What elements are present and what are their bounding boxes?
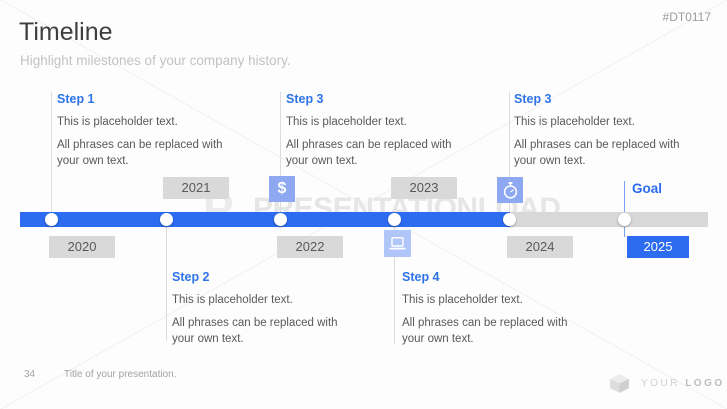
step-title: Step 3 — [514, 92, 552, 106]
step-text-1: This is placeholder text. — [172, 294, 293, 306]
step-text-2: All phrases can be replaced with your ow… — [172, 317, 338, 345]
milestone-dot-2020 — [45, 213, 58, 226]
timeline-bar — [20, 212, 708, 227]
connector-goal — [624, 181, 625, 237]
step-title: Step 1 — [57, 92, 95, 106]
timeline-bar-progress — [20, 212, 510, 227]
slide-title: Timeline — [19, 18, 113, 46]
logo-text-logo: LOGO — [685, 378, 725, 389]
connector-step1 — [51, 92, 52, 212]
connector-step3-mid — [280, 92, 281, 212]
slide-subtitle: Highlight milestones of your company his… — [20, 53, 291, 68]
step-block-3-mid: Step 3 This is placeholder text. All phr… — [286, 92, 468, 176]
connector-step2 — [166, 227, 167, 341]
year-box-2021: 2021 — [163, 177, 229, 199]
milestone-dot-2025 — [618, 213, 631, 226]
year-box-2022: 2022 — [277, 236, 343, 258]
stopwatch-icon — [497, 177, 523, 203]
year-box-2024: 2024 — [507, 236, 573, 258]
year-box-2025: 2025 — [627, 236, 689, 258]
step-text-1: This is placeholder text. — [402, 294, 523, 306]
milestone-dot-2021 — [160, 213, 173, 226]
milestone-dot-2023 — [388, 213, 401, 226]
connector-step4 — [394, 227, 395, 344]
year-box-2023: 2023 — [391, 177, 457, 199]
logo-text-your: YOUR — [641, 378, 680, 389]
step-title: Step 4 — [402, 270, 440, 284]
goal-label: Goal — [632, 181, 663, 196]
step-text-2: All phrases can be replaced with your ow… — [402, 317, 568, 345]
connector-step3-right — [509, 92, 510, 212]
laptop-icon — [384, 230, 411, 257]
step-block-2: Step 2 This is placeholder text. All phr… — [172, 270, 354, 354]
dollar-glyph: $ — [277, 180, 287, 197]
step-block-3-right: Step 3 This is placeholder text. All phr… — [514, 92, 696, 176]
cube-logo-icon — [610, 374, 629, 393]
step-block-4: Step 4 This is placeholder text. All phr… — [402, 270, 584, 354]
logo-text: YOUR LOGO — [641, 378, 725, 389]
step-text-1: This is placeholder text. — [514, 116, 635, 128]
step-title: Step 3 — [286, 92, 324, 106]
stopwatch-glyph — [503, 181, 517, 199]
milestone-dot-2022 — [274, 213, 287, 226]
step-title: Step 2 — [172, 270, 210, 284]
step-text-2: All phrases can be replaced with your ow… — [57, 139, 223, 167]
milestone-dot-2024 — [503, 213, 516, 226]
your-logo: YOUR LOGO — [607, 371, 725, 396]
template-code: #DT0117 — [662, 10, 711, 24]
step-text-1: This is placeholder text. — [57, 116, 178, 128]
dollar-icon: $ — [269, 176, 295, 202]
step-text-2: All phrases can be replaced with your ow… — [514, 139, 680, 167]
laptop-glyph — [389, 236, 406, 250]
step-block-1: Step 1 This is placeholder text. All phr… — [57, 92, 239, 176]
footer-presentation-title: Title of your presentation. — [64, 369, 177, 380]
page-number: 34 — [24, 369, 36, 380]
step-text-2: All phrases can be replaced with your ow… — [286, 139, 452, 167]
step-text-1: This is placeholder text. — [286, 116, 407, 128]
year-box-2020: 2020 — [49, 236, 115, 258]
